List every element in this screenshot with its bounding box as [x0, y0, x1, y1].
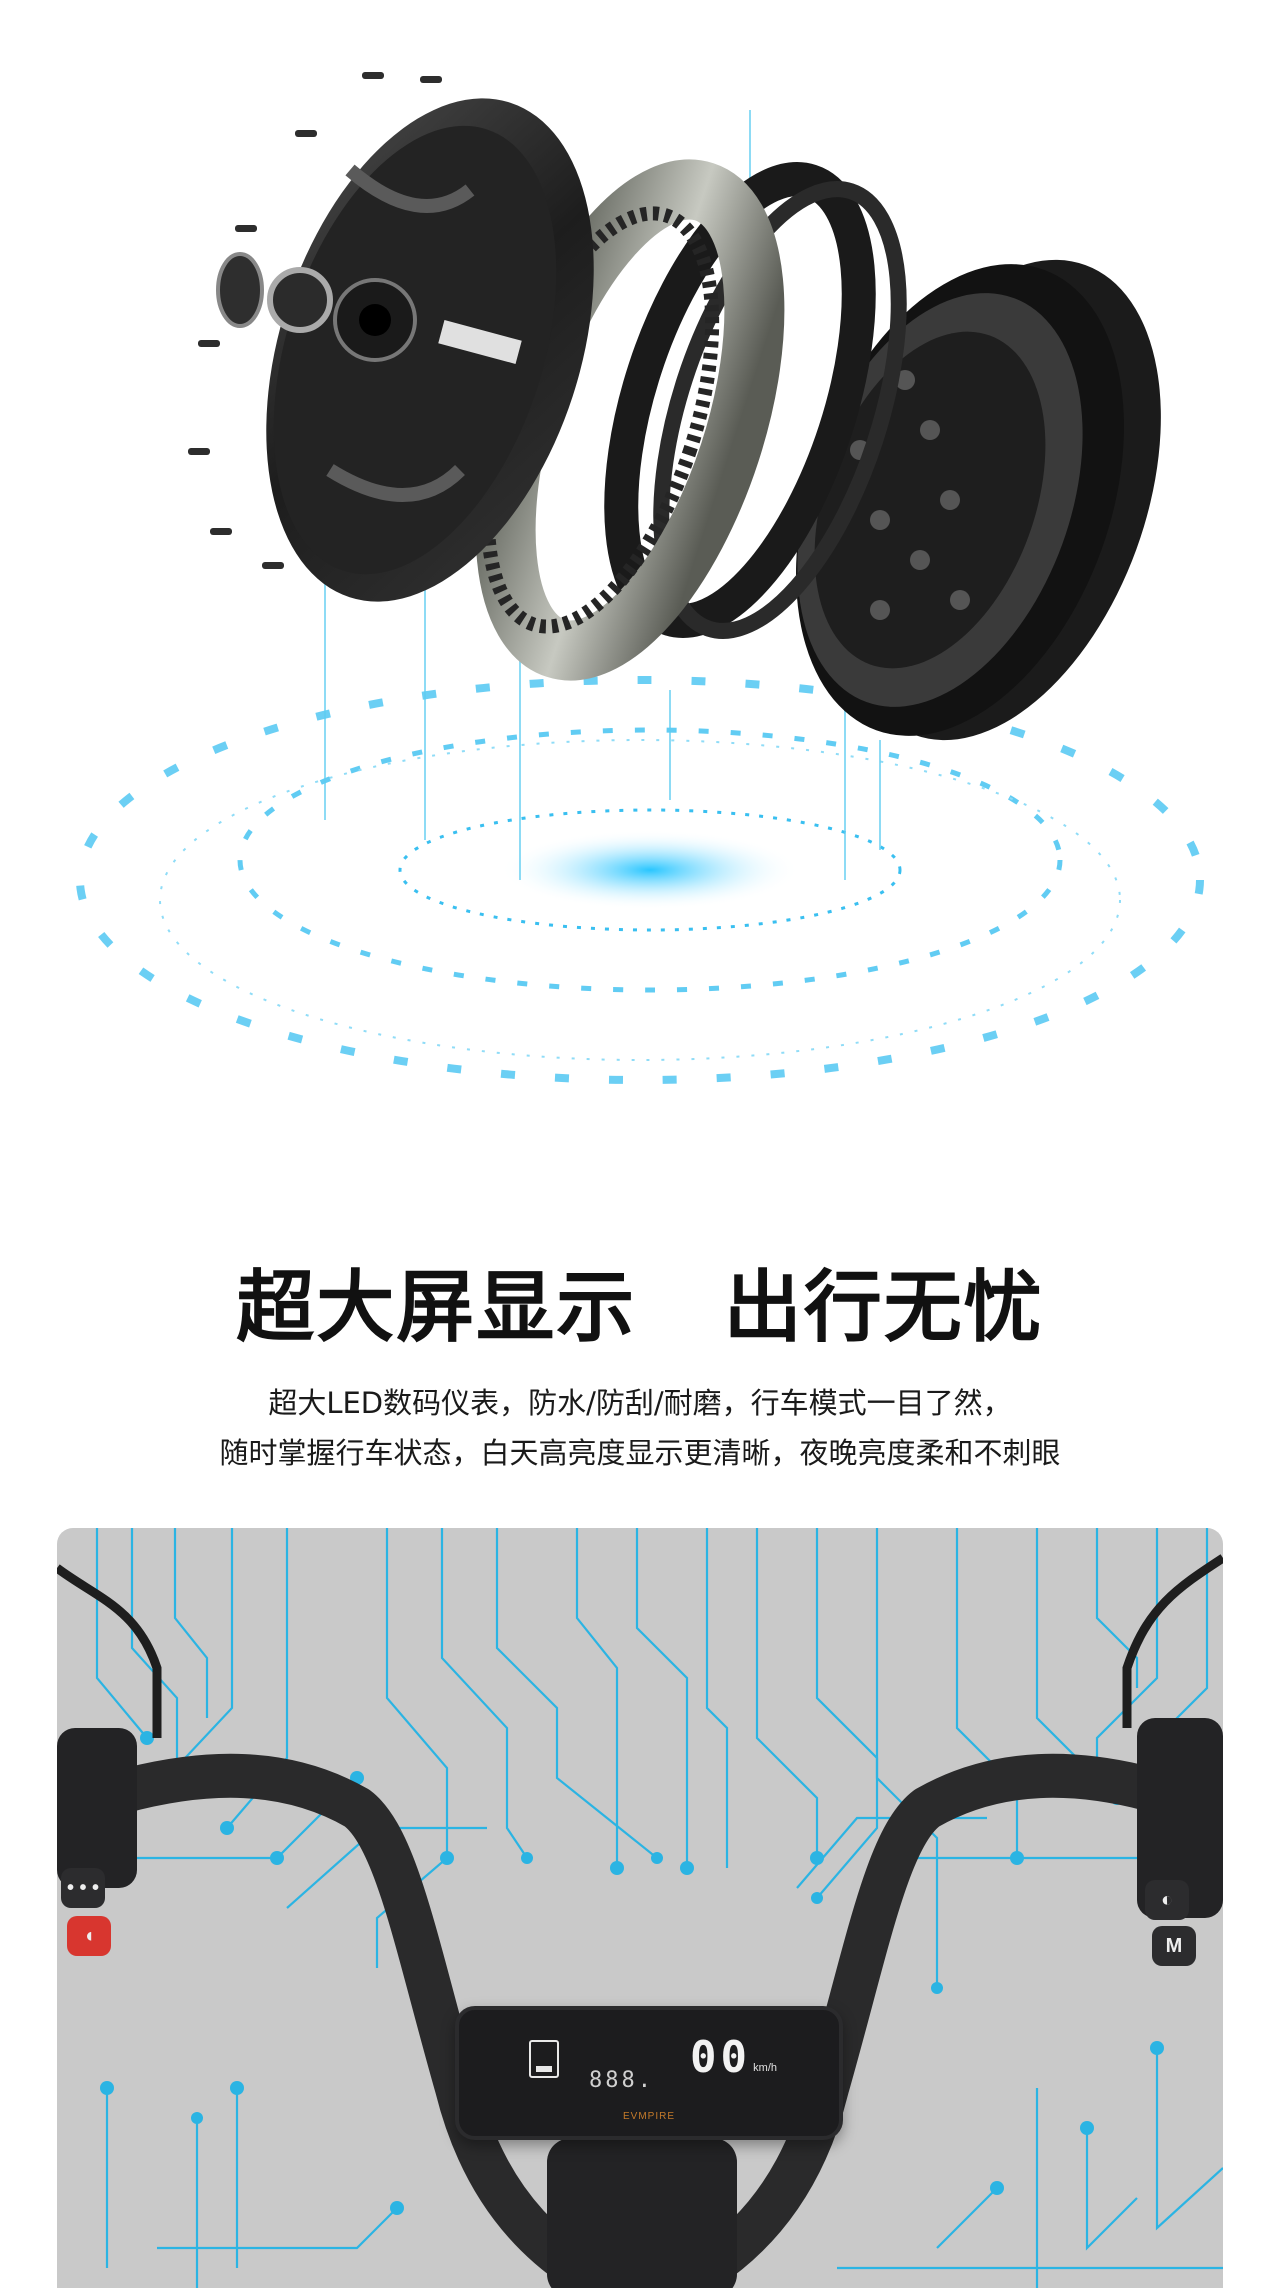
horn-button[interactable]: ◖ [67, 1916, 111, 1956]
description-line-2: 随时掌握行车状态，白天高亮度显示更清晰，夜晚亮度柔和不刺眼 [219, 1436, 1061, 1470]
speed-unit: km/h [753, 2062, 777, 2074]
odometer-readout: 888. [589, 2068, 654, 2093]
horn-icon: ◖ [82, 1924, 96, 1947]
motor-exploded-illustration [0, 0, 1280, 1130]
battery-icon [529, 2040, 559, 2078]
brand-logo: EVMPIRE [622, 2111, 675, 2122]
wheel-rim [796, 259, 1161, 741]
handlebar [57, 1554, 1223, 2288]
mode-button[interactable]: M [1152, 1926, 1196, 1966]
hub-motor-graphic [76, 72, 1204, 1084]
circuit-handlebar-graphic [57, 1528, 1223, 2288]
circuit-lines [57, 1528, 1223, 2288]
energy-rings [76, 676, 1204, 1084]
speed-readout: 00 [690, 2032, 751, 2083]
handlebar-display-photo: • • • ◖ ◐ M 888. 00 km/h EVMPIRE [57, 1528, 1223, 2288]
description-line-1: 超大LED数码仪表，防水/防刮/耐磨，行车模式一目了然， [268, 1386, 1012, 1420]
screw-icons [188, 72, 442, 569]
led-display-panel: 888. 00 km/h EVMPIRE [455, 2006, 843, 2140]
motor-end-cover [216, 98, 594, 602]
turn-signal-switch[interactable]: • • • [61, 1868, 105, 1908]
light-switch[interactable]: ◐ [1145, 1880, 1189, 1920]
headline: 超大屏显示 出行无忧 [236, 1263, 1044, 1353]
